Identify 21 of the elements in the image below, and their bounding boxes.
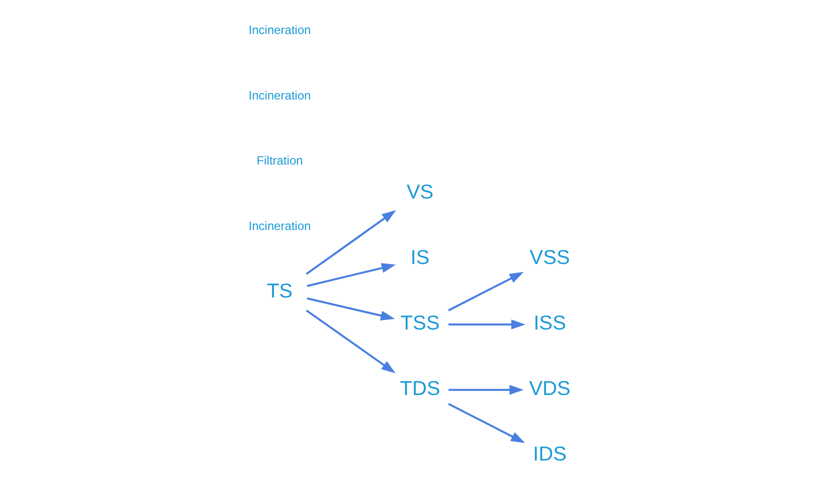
node-text: TSS	[400, 312, 440, 334]
node-text: ISS	[534, 312, 566, 334]
label: Incineration	[248, 219, 311, 234]
label: Incineration	[248, 88, 311, 102]
arrow	[448, 402, 526, 444]
node-text: TDS	[400, 378, 440, 400]
arrow	[306, 310, 396, 374]
node-text: TS	[266, 280, 293, 302]
node-text: IDS	[533, 443, 567, 466]
node-text: VDS	[529, 378, 570, 400]
node-text: VSS	[530, 247, 570, 270]
arrow	[306, 297, 395, 320]
arrow	[448, 320, 526, 330]
label: Incineration	[248, 22, 311, 37]
arrow	[306, 263, 396, 287]
arrow	[448, 272, 524, 312]
label: Filtration	[256, 154, 303, 168]
arrow	[306, 210, 396, 275]
node-text: IS	[410, 247, 430, 270]
node-text: VS	[406, 182, 434, 204]
arrow	[448, 384, 524, 395]
